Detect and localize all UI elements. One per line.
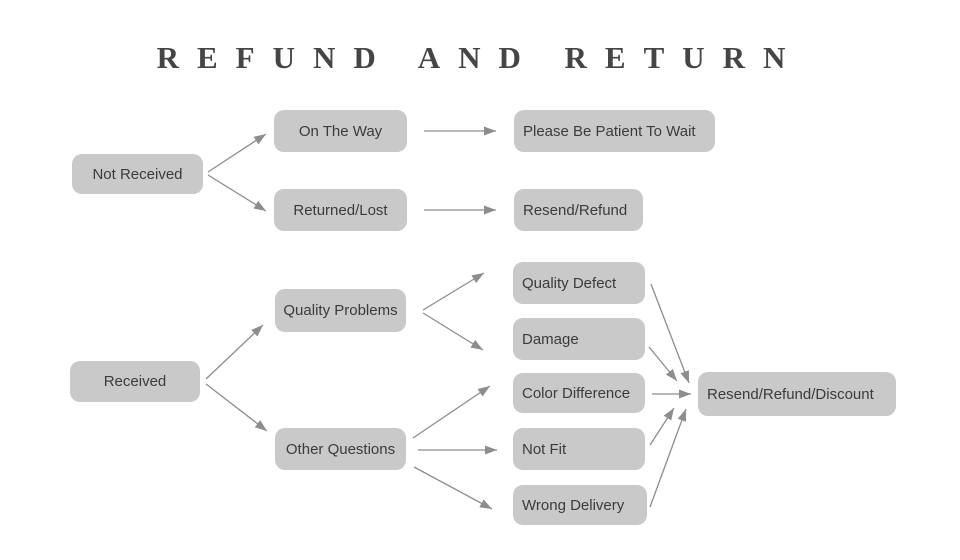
node-label: Not Received [92,165,183,183]
node-wrong-delivery: Wrong Delivery [513,485,647,525]
node-other-questions: Other Questions [275,428,406,470]
node-please-be-patient: Please Be Patient To Wait [514,110,715,152]
node-label: Not Fit [522,440,567,458]
node-resend-refund-discount: Resend/Refund/Discount [698,372,896,416]
node-label: Received [103,373,167,390]
edge-received-to-quality-problems [205,324,264,380]
node-label: Damage [522,330,579,348]
node-color-difference: Color Difference [513,373,645,413]
node-label: On The Way [298,122,383,140]
node-label: Please Be Patient To Wait [523,122,696,140]
edge-not-fit-to-resend-refund-discount [649,407,675,446]
node-label: Resend/Refund/Discount [707,385,874,403]
node-not-fit: Not Fit [513,428,645,470]
node-label: Other Questions [285,440,396,458]
edge-not-received-to-on-the-way [207,133,267,173]
node-label: Returned/Lost [293,201,388,219]
node-received: Received [70,361,200,402]
node-damage: Damage [513,318,645,360]
node-not-received: Not Received [72,154,203,194]
edge-wrong-delivery-to-resend-refund-discount [649,408,687,508]
node-quality-defect: Quality Defect [513,262,645,304]
node-resend-refund: Resend/Refund [514,189,643,231]
edge-other-questions-to-wrong-delivery [413,466,493,510]
page-title: REFUND AND RETURN [156,40,804,75]
node-label: Quality Defect [522,274,617,292]
edge-damage-to-resend-refund-discount [648,346,678,382]
edge-other-questions-to-color-difference [412,385,491,439]
node-label: Resend/Refund [523,201,628,219]
edge-quality-problems-to-damage [422,312,484,351]
node-label: Wrong Delivery [522,496,625,514]
edge-not-received-to-returned-lost [207,174,267,212]
node-label: Color Difference [522,384,631,402]
edge-lines [205,126,691,510]
node-returned-lost: Returned/Lost [274,189,407,231]
edge-received-to-other-questions [205,383,268,432]
node-on-the-way: On The Way [274,110,407,152]
edge-quality-problems-to-quality-defect [422,272,485,311]
node-quality-problems: Quality Problems [275,289,406,332]
node-label: Quality Problems [283,302,398,319]
edge-quality-defect-to-resend-refund-discount [650,283,690,384]
